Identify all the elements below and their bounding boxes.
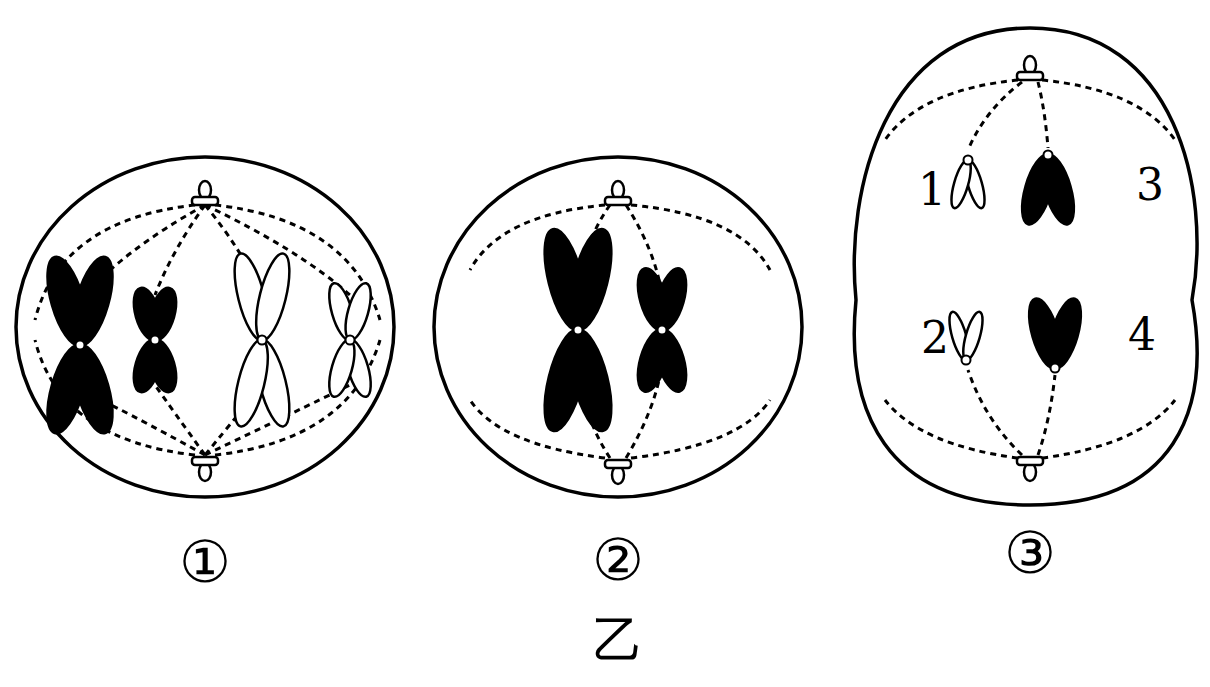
spindle-fiber — [968, 370, 1022, 455]
spindle-fiber — [1038, 82, 1048, 148]
chromosome — [129, 285, 182, 395]
chromatid-arm — [143, 285, 181, 344]
cell-membrane — [854, 28, 1197, 505]
spindle-fiber — [631, 205, 770, 270]
centromere — [346, 336, 355, 345]
chromatid-arm — [39, 341, 95, 438]
cell-membrane — [434, 157, 802, 497]
centromere — [658, 326, 667, 335]
spindle-fiber — [155, 205, 205, 295]
centromere — [1051, 364, 1060, 373]
centriole — [192, 197, 218, 205]
chromatid-arm — [324, 337, 359, 399]
centrosome — [1017, 457, 1043, 481]
chromatid-arm — [959, 310, 986, 362]
centromere — [258, 336, 267, 345]
chromatid-arm — [632, 326, 675, 395]
spindle-fiber — [885, 400, 1018, 458]
callout-number: 2 — [921, 316, 949, 360]
centrosome — [192, 457, 218, 481]
spindle-fiber — [885, 80, 1018, 140]
spindle-fiber — [1038, 375, 1055, 455]
centrosome — [605, 181, 631, 205]
spindle-fiber — [1042, 80, 1175, 140]
chromatid-arm — [249, 250, 296, 343]
figure-number: ② — [592, 531, 644, 589]
chromatid-arm — [129, 337, 167, 396]
centriole — [605, 197, 631, 205]
chromosome — [945, 310, 986, 364]
centrosome — [192, 181, 218, 205]
chromosome — [1023, 295, 1088, 372]
chromatid-arm — [340, 281, 375, 343]
centromere — [151, 336, 160, 345]
centriole — [1017, 457, 1043, 465]
chromosome — [947, 156, 988, 210]
spindle-fiber — [631, 400, 770, 458]
chromosome — [632, 265, 692, 395]
chromatid-arm — [1016, 151, 1061, 227]
chromosome — [39, 253, 120, 438]
centromere — [1044, 151, 1053, 160]
spindle-fiber — [968, 82, 1022, 150]
chromatid-arm — [562, 225, 620, 334]
callout-number: 3 — [1136, 163, 1164, 207]
centriole — [1017, 72, 1043, 80]
callout-number: 1 — [918, 168, 946, 212]
chromosome — [536, 225, 619, 435]
panel-label: 乙 — [593, 615, 643, 665]
chromosome — [228, 250, 296, 429]
spindle-fiber — [1042, 400, 1175, 458]
centromere — [964, 156, 973, 165]
centromere — [962, 356, 971, 365]
centrosome — [605, 460, 631, 484]
chromatid-arm — [650, 265, 693, 334]
chromosome — [1016, 151, 1081, 228]
chromosome — [324, 281, 376, 400]
figure-number: ① — [179, 533, 231, 591]
spindle-fiber — [155, 385, 205, 455]
figure-number: ③ — [1004, 524, 1056, 582]
centrosome — [1017, 56, 1043, 80]
centromere — [574, 326, 583, 335]
cell-membrane — [16, 157, 394, 497]
chromatid-arm — [65, 253, 121, 350]
callout-number: 4 — [1128, 313, 1156, 357]
chromatid-arm — [228, 337, 275, 430]
chromatid-arm — [947, 158, 974, 210]
chromatid-arm — [536, 326, 594, 435]
centriole — [605, 460, 631, 468]
centriole — [192, 457, 218, 465]
chromatid-arm — [1043, 295, 1088, 371]
centromere — [76, 341, 85, 350]
